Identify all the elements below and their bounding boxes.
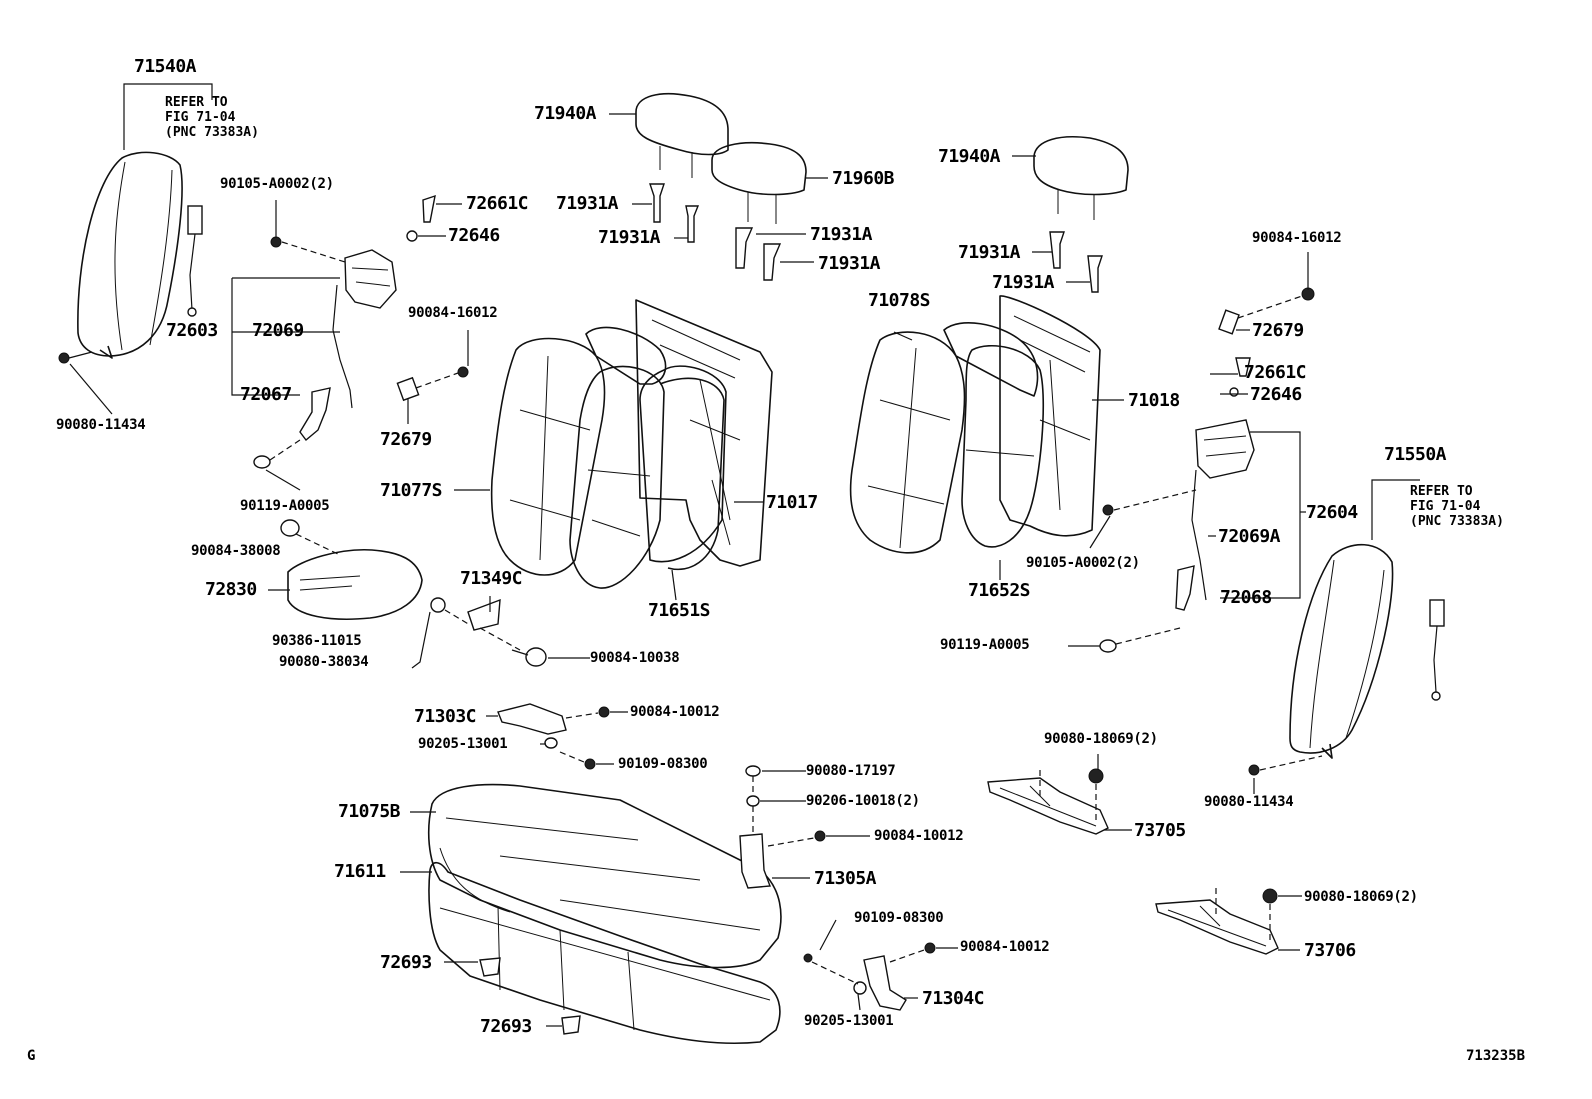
callout-90080-18069-a: 90080-18069(2)	[1044, 731, 1158, 747]
callout-90080-11434-right: 90080-11434	[1204, 794, 1294, 810]
figure-code: 713235B	[1466, 1048, 1526, 1064]
callout-71931A-6: 71931A	[992, 272, 1055, 293]
callout-90084-10012-c: 90084-10012	[960, 939, 1050, 955]
callout-90109-08300-a: 90109-08300	[618, 756, 708, 772]
callout-72069: 72069	[252, 320, 304, 341]
right-side-seatback	[1248, 543, 1445, 776]
headrest-71960B	[711, 141, 807, 224]
seatback-right-71078S	[849, 295, 1101, 554]
callout-90084-16012-left: 90084-16012	[408, 305, 498, 321]
callout-71940A-left: 71940A	[534, 103, 597, 124]
reference-note-left: REFER TO FIG 71-04 (PNC 73383A)	[165, 95, 259, 140]
callout-71018: 71018	[1128, 390, 1180, 411]
callout-71651S: 71651S	[648, 600, 711, 621]
callout-71305A: 71305A	[814, 868, 877, 889]
right-seat-lock-assembly	[1099, 287, 1315, 653]
callout-73706: 73706	[1304, 940, 1356, 961]
callout-90084-10012-b: 90084-10012	[874, 828, 964, 844]
callout-90080-38034: 90080-38034	[279, 654, 369, 670]
callout-90386-11015: 90386-11015	[272, 633, 362, 649]
armrest-72830	[280, 519, 547, 667]
callout-71931A-3: 71931A	[810, 224, 873, 245]
callout-90080-11434-left: 90080-11434	[56, 417, 146, 433]
callout-90109-08300-b: 90109-08300	[854, 910, 944, 926]
callout-72067: 72067	[240, 384, 292, 405]
callout-71550A: 71550A	[1384, 444, 1447, 465]
callout-72646-left: 72646	[448, 225, 500, 246]
headrest-guides-right	[1049, 231, 1103, 293]
callout-90205-13001-b: 90205-13001	[804, 1013, 894, 1029]
callout-72679-right: 72679	[1252, 320, 1304, 341]
callout-72646-right: 72646	[1250, 384, 1302, 405]
callout-72830: 72830	[205, 579, 257, 600]
callout-90084-38008: 90084-38008	[191, 543, 281, 559]
callout-71075B: 71075B	[338, 801, 401, 822]
leader-lines	[69, 83, 1420, 1027]
plugs-72693	[479, 957, 581, 1035]
callout-71349C: 71349C	[460, 568, 523, 589]
left-side-seatback	[58, 151, 203, 364]
callout-71078S: 71078S	[868, 290, 931, 311]
callout-72693-a: 72693	[380, 952, 432, 973]
callout-72679-left: 72679	[380, 429, 432, 450]
callout-71304C: 71304C	[922, 988, 985, 1009]
callout-90119-a0005-right: 90119-A0005	[940, 637, 1030, 653]
callout-71931A-1: 71931A	[556, 193, 619, 214]
callout-71931A-4: 71931A	[818, 253, 881, 274]
callout-71540A: 71540A	[134, 56, 197, 77]
callout-73705: 73705	[1134, 820, 1186, 841]
callout-71931A-5: 71931A	[958, 242, 1021, 263]
callout-90205-13001-a: 90205-13001	[418, 736, 508, 752]
rail-73705	[987, 768, 1109, 835]
bracket-71305A	[739, 765, 826, 889]
callout-72661C-right: 72661C	[1244, 362, 1307, 383]
callout-71303C: 71303C	[414, 706, 477, 727]
headrest-71940A-left	[635, 92, 729, 178]
callout-72693-b: 72693	[480, 1016, 532, 1037]
callout-90119-a0005-left: 90119-A0005	[240, 498, 330, 514]
bracket-71304C	[803, 942, 936, 1011]
left-seat-lock-assembly	[253, 194, 469, 469]
callout-71960B: 71960B	[832, 168, 895, 189]
callout-90080-18069-b: 90080-18069(2)	[1304, 889, 1418, 905]
callout-71077S: 71077S	[380, 480, 443, 501]
seatback-left-71077S	[490, 299, 773, 589]
callout-71652S: 71652S	[968, 580, 1031, 601]
callout-71017: 71017	[766, 492, 818, 513]
callout-72068: 72068	[1220, 587, 1272, 608]
bracket-71303C	[497, 703, 610, 770]
reference-note-right: REFER TO FIG 71-04 (PNC 73383A)	[1410, 484, 1504, 529]
callout-72661C-left: 72661C	[466, 193, 529, 214]
callout-90084-10012-a: 90084-10012	[630, 704, 720, 720]
callout-90105-a0002-left: 90105-A0002(2)	[220, 176, 334, 192]
callout-71931A-2: 71931A	[598, 227, 661, 248]
callout-72603: 72603	[166, 320, 218, 341]
rail-73706	[1155, 888, 1279, 955]
callout-72069A: 72069A	[1218, 526, 1281, 547]
seat-cushion	[427, 783, 782, 1045]
callout-90084-16012-right: 90084-16012	[1252, 230, 1342, 246]
headrest-guides-left	[649, 183, 782, 281]
callout-71940A-right: 71940A	[938, 146, 1001, 167]
callout-90105-a0002-right: 90105-A0002(2)	[1026, 555, 1140, 571]
headrest-71940A-right	[1033, 136, 1129, 220]
callout-90080-17197: 90080-17197	[806, 763, 896, 779]
callout-72604: 72604	[1306, 502, 1358, 523]
callout-71611: 71611	[334, 861, 386, 882]
corner-mark: G	[27, 1048, 36, 1064]
callout-90206-10018: 90206-10018(2)	[806, 793, 920, 809]
callout-90084-10038: 90084-10038	[590, 650, 680, 666]
